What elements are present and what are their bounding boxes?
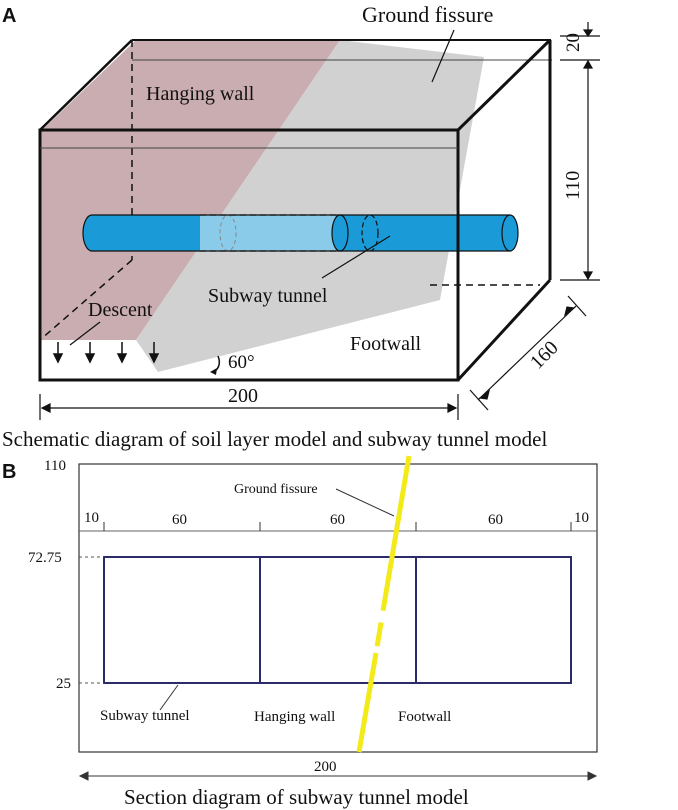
dim-depth [469,295,587,411]
segment-60-b: 60 [330,512,345,528]
box-back-left-edge [39,39,133,131]
section-outer-box [78,463,598,753]
dim-200-label: 200 [228,385,258,407]
section-hanging-wall-label: Hanging wall [254,709,335,725]
panel-a: A [2,2,600,451]
tunnel-leader [321,235,391,279]
hanging-wall-region [40,40,340,340]
descent-arrows [52,342,160,364]
fissure-line-dashed [373,586,390,654]
panel-b-caption: Section diagram of subway tunnel model [124,785,469,809]
box-top-right-edge [456,38,552,132]
fissure-line-upper [384,455,412,588]
section-dim-200-label: 200 [314,759,337,775]
panel-a-letter: A [2,5,16,27]
hanging-wall-label: Hanging wall [146,83,255,105]
angle-label: 60° [228,352,255,373]
segment-ticks [103,522,572,531]
box-bottom-right-edge [456,278,552,382]
segment-10-left: 10 [84,510,99,526]
y-tunnel-top-label: 72.75 [28,550,62,566]
box-hidden-diagonal [39,259,133,341]
panel-b-letter: B [2,461,16,483]
tunnel-3d [82,214,519,252]
fissure-plane [136,40,484,372]
dim-vertical [560,22,600,281]
dim-160-label: 160 [526,337,563,374]
segment-60-c: 60 [488,512,503,528]
descent-label: Descent [88,299,153,321]
section-footwall-label: Footwall [398,709,451,725]
panel-b: B 110 72.75 25 Ground fissure [2,455,598,809]
fissure-label-leader [335,488,395,517]
dim-20-label: 20 [563,33,584,52]
fissure-label: Ground fissure [234,482,318,497]
angle-arrowhead [210,368,217,375]
panel-a-caption: Schematic diagram of soil layer model an… [2,427,547,451]
section-subway-tunnel-label: Subway tunnel [100,708,190,724]
dim-width [39,394,459,420]
segment-60-a: 60 [172,512,187,528]
segment-10-right: 10 [574,510,589,526]
section-tunnel-leader [159,684,179,711]
descent-pointer [69,321,101,346]
y-tunnel-bottom-label: 25 [56,676,71,692]
fissure-leader [431,29,455,83]
dim-110-label: 110 [562,171,584,200]
box-front-face [38,128,460,382]
section-dim-width [78,771,598,781]
subway-tunnel-label: Subway tunnel [208,285,328,307]
ground-fissure-label: Ground fissure [362,2,493,27]
fissure-line-lower [356,652,379,753]
section-tunnel-segments [103,556,572,684]
y-top-label: 110 [44,458,66,474]
footwall-label: Footwall [350,333,422,355]
